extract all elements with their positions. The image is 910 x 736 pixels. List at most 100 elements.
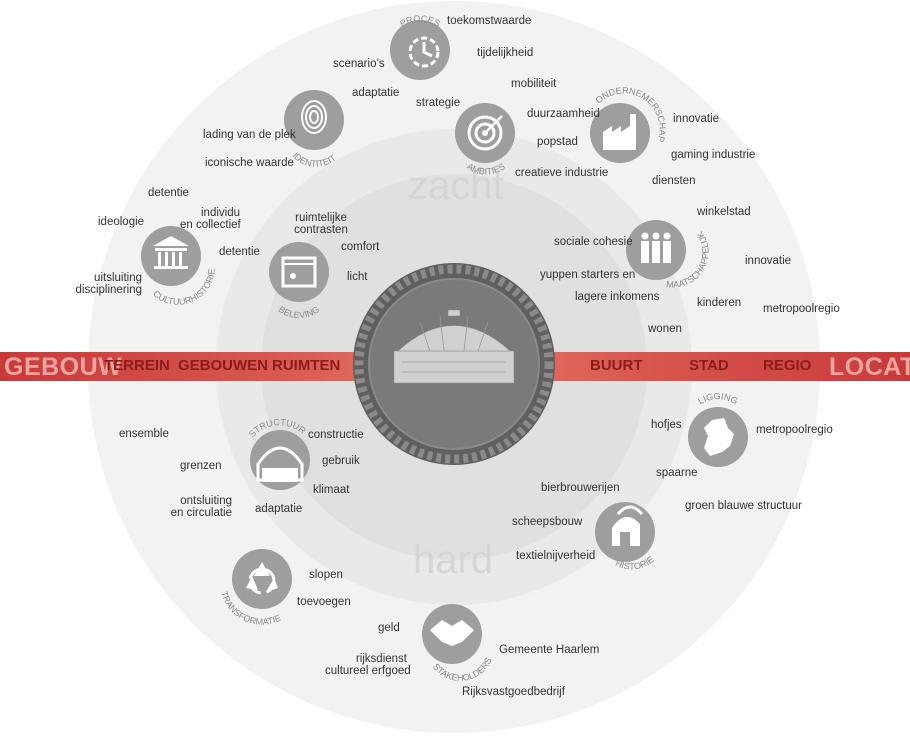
item-rijksvastgoed: Rijksvastgoedbedrijf — [462, 686, 565, 698]
item-tijdelijkheid: tijdelijkheid — [477, 47, 534, 59]
item-iconische: iconische waarde — [205, 157, 294, 169]
item-individu-line-1: individu — [201, 207, 240, 219]
item-textielnijverheid: textielnijverheid — [516, 550, 596, 562]
item-ontsluiting-line-1: ontsluiting — [180, 495, 232, 507]
band-label-stad: STAD — [689, 357, 729, 374]
svg-text:ONDERNEMERSCHAP: ONDERNEMERSCHAP — [594, 85, 668, 143]
item-grenzen: grenzen — [180, 460, 222, 472]
title-cultuurhistorie: CULTUURHISTORIE — [151, 268, 217, 307]
item-uitsluiting-line-1: uitsluiting — [94, 272, 142, 284]
item-mobiliteit: mobiliteit — [511, 78, 557, 90]
dome-section-icon — [250, 430, 310, 490]
item-wonen: wonen — [648, 323, 682, 335]
item-metropool-maats: metropoolregio — [763, 303, 840, 315]
title-proces: PROCES — [398, 13, 442, 28]
item-ideologie: ideologie — [98, 216, 145, 228]
item-lading: lading van de plek — [203, 129, 296, 141]
fingerprint-icon — [284, 90, 344, 150]
item-detentie-2: detentie — [219, 246, 260, 258]
item-individu-line-2: en collectief — [180, 219, 241, 231]
svg-text:LIGGING: LIGGING — [696, 391, 739, 406]
ring-label-hard: hard — [413, 538, 494, 582]
svg-text:PROCES: PROCES — [398, 13, 442, 28]
item-groen: groen blauwe structuur — [685, 500, 802, 512]
item-bierbrouwerijen: bierbrouwerijen — [541, 482, 620, 494]
item-gaming: gaming industrie — [671, 149, 756, 161]
item-comfort: comfort — [341, 241, 380, 253]
band-label-locatie: LOCATIE — [829, 353, 910, 381]
item-ensemble: ensemble — [119, 428, 169, 440]
title-ondernemerschap: ONDERNEMERSCHAP — [594, 85, 668, 143]
item-detentie-1: detentie — [148, 187, 189, 199]
people-icon — [626, 220, 686, 280]
item-uitsluiting-line-2: disciplinering — [75, 284, 142, 296]
item-popstad: popstad — [537, 136, 578, 148]
item-toevoegen: toevoegen — [297, 596, 351, 608]
item-innovatie-onder: innovatie — [673, 113, 720, 125]
item-diensten: diensten — [652, 175, 696, 187]
svg-text:STRUCTUUR: STRUCTUUR — [247, 417, 308, 439]
item-toekomstwaarde: toekomstwaarde — [447, 15, 532, 27]
band-label-buurt: BUURT — [590, 357, 643, 374]
recycle-icon — [232, 549, 292, 609]
item-strategie: strategie — [416, 97, 461, 109]
title-structuur: STRUCTUUR — [247, 417, 308, 439]
item-scenarios: scenario’s — [333, 58, 385, 70]
item-slopen: slopen — [309, 569, 343, 581]
clock-icon — [390, 20, 450, 80]
space-frame-icon — [269, 242, 329, 302]
item-klimaat: klimaat — [313, 484, 350, 496]
item-kinderen: kinderen — [697, 297, 742, 309]
map-icon — [688, 407, 748, 467]
item-contrasten-line-1: ruimtelijke — [295, 212, 347, 224]
item-hofjes: hofjes — [651, 419, 682, 431]
item-cohesie: sociale cohesie — [554, 236, 633, 248]
item-winkelstad: winkelstad — [697, 206, 751, 218]
item-adaptatie-structuur: adaptatie — [255, 503, 303, 515]
item-rijksdienst-line-1: rijksdienst — [355, 653, 407, 665]
handshake-icon — [422, 604, 482, 664]
svg-text:STAKEHOLDERS: STAKEHOLDERS — [431, 656, 494, 683]
item-gebruik: gebruik — [322, 455, 360, 467]
item-licht: licht — [347, 271, 368, 283]
helmet-icon — [595, 502, 655, 562]
svg-text:IDENTITEIT: IDENTITEIT — [291, 150, 339, 168]
item-inkomens: lagere inkomens — [575, 291, 660, 303]
title-stakeholders: STAKEHOLDERS — [431, 656, 494, 683]
title-ligging: LIGGING — [696, 391, 739, 406]
item-metropool-ligging: metropoolregio — [756, 424, 833, 436]
svg-text:AMBITIES: AMBITIES — [465, 161, 507, 176]
title-historie: HISTORIE — [614, 554, 656, 571]
item-gemeente: Gemeente Haarlem — [499, 644, 600, 656]
temple-icon — [141, 226, 201, 286]
svg-text:MAATSCHAPPELIJK: MAATSCHAPPELIJK — [666, 230, 711, 290]
band-label-ruimten: RUIMTEN — [272, 357, 341, 374]
title-transformatie: TRANSFORMATIE — [219, 590, 282, 627]
item-ontsluiting-line-2: en circulatie — [170, 507, 232, 519]
band-label-regio: REGIO — [763, 357, 812, 374]
factory-icon — [590, 103, 650, 163]
item-innovatie-maats: innovatie — [745, 255, 792, 267]
band-label-gebouwen: GEBOUWEN — [178, 357, 268, 374]
title-ambities: AMBITIES — [465, 161, 507, 176]
svg-text:BELEVING: BELEVING — [277, 304, 321, 320]
item-rijksdienst-line-2: cultureel erfgoed — [325, 665, 411, 677]
item-geld: geld — [378, 622, 400, 634]
item-spaarne: spaarne — [656, 467, 698, 479]
item-scheepsbouw: scheepsbouw — [512, 516, 583, 528]
svg-text:TRANSFORMATIE: TRANSFORMATIE — [219, 590, 282, 627]
item-creatieve: creatieve industrie — [515, 167, 609, 179]
title-beleving: BELEVING — [277, 304, 321, 320]
band-label-gebouw: GEBOUW — [4, 353, 123, 381]
item-contrasten-line-2: contrasten — [294, 224, 348, 236]
target-icon — [455, 103, 515, 163]
item-constructie: constructie — [308, 429, 364, 441]
